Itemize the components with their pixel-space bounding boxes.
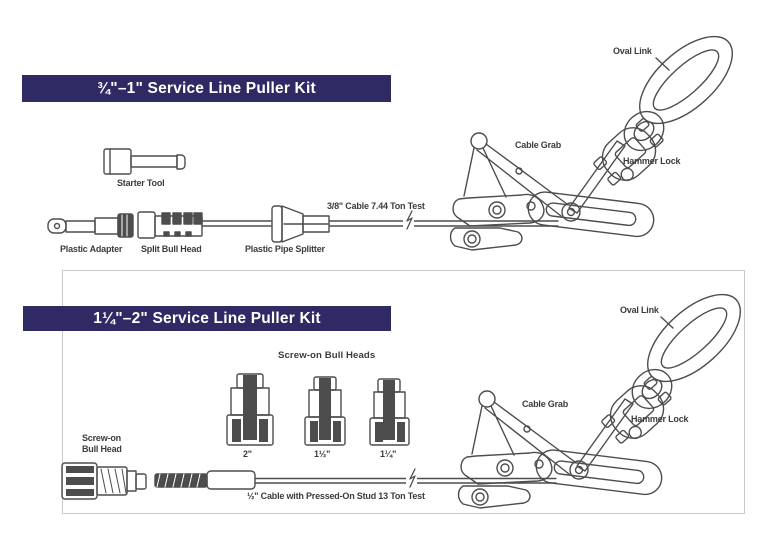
bull-head-1-25in-drawing (369, 378, 410, 446)
plastic-pipe-splitter-drawing (271, 205, 330, 243)
starter-tool-label: Starter Tool (117, 178, 165, 188)
kit1-title-banner: ¾"–1" Service Line Puller Kit (22, 75, 391, 102)
bull-head-2in-drawing (226, 373, 274, 446)
kit1-title: ¾"–1" Service Line Puller Kit (97, 79, 316, 97)
bull-head-2in-label: 2" (243, 449, 252, 459)
screw-on-bull-head-label-line1: Screw-on (82, 433, 121, 443)
kit2-hammer-lock-label: Hammer Lock (631, 414, 689, 424)
starter-tool-drawing (103, 148, 186, 175)
plastic-adapter-label: Plastic Adapter (60, 244, 123, 254)
kit2-cable-grab-label: Cable Grab (522, 399, 569, 409)
kit1-cable-grab-label: Cable Grab (515, 140, 562, 150)
split-bull-head-drawing (137, 211, 203, 239)
bull-head-1-5in-label: 1½" (314, 449, 331, 459)
kit1-oval-link-leader (655, 57, 670, 71)
kit2-drawing (61, 278, 756, 509)
bull-head-1-25in-label: 1¼" (380, 449, 397, 459)
screw-on-bull-head-label-line2: Bull Head (82, 444, 122, 454)
kit2-oval-link-label: Oval Link (620, 305, 659, 315)
screw-on-bull-heads-title: Screw-on Bull Heads (278, 350, 376, 361)
kit1-puller-assembly (449, 20, 748, 251)
kit2-puller-assembly (457, 278, 756, 509)
kit1-oval-link-label: Oval Link (613, 46, 652, 56)
kit1-drawing (47, 20, 748, 251)
bull-head-1-5in-drawing (304, 376, 346, 446)
kit2-title: 1¼"–2" Service Line Puller Kit (93, 309, 321, 327)
kit1-cable-label: 3/8" Cable 7.44 Ton Test (327, 201, 425, 211)
kit1-hammer-lock-label: Hammer Lock (623, 156, 681, 166)
split-bull-head-label: Split Bull Head (141, 244, 202, 254)
kit2-cable-label: ½" Cable with Pressed-On Stud 13 Ton Tes… (247, 491, 425, 501)
plastic-adapter-drawing (47, 213, 134, 238)
kit2-title-banner: 1¼"–2" Service Line Puller Kit (23, 306, 391, 331)
screw-on-bull-head-drawing (61, 462, 147, 500)
kit2-oval-link-leader (660, 316, 674, 329)
kit1-cable-drawing (201, 210, 559, 232)
plastic-pipe-splitter-label: Plastic Pipe Splitter (245, 244, 325, 254)
